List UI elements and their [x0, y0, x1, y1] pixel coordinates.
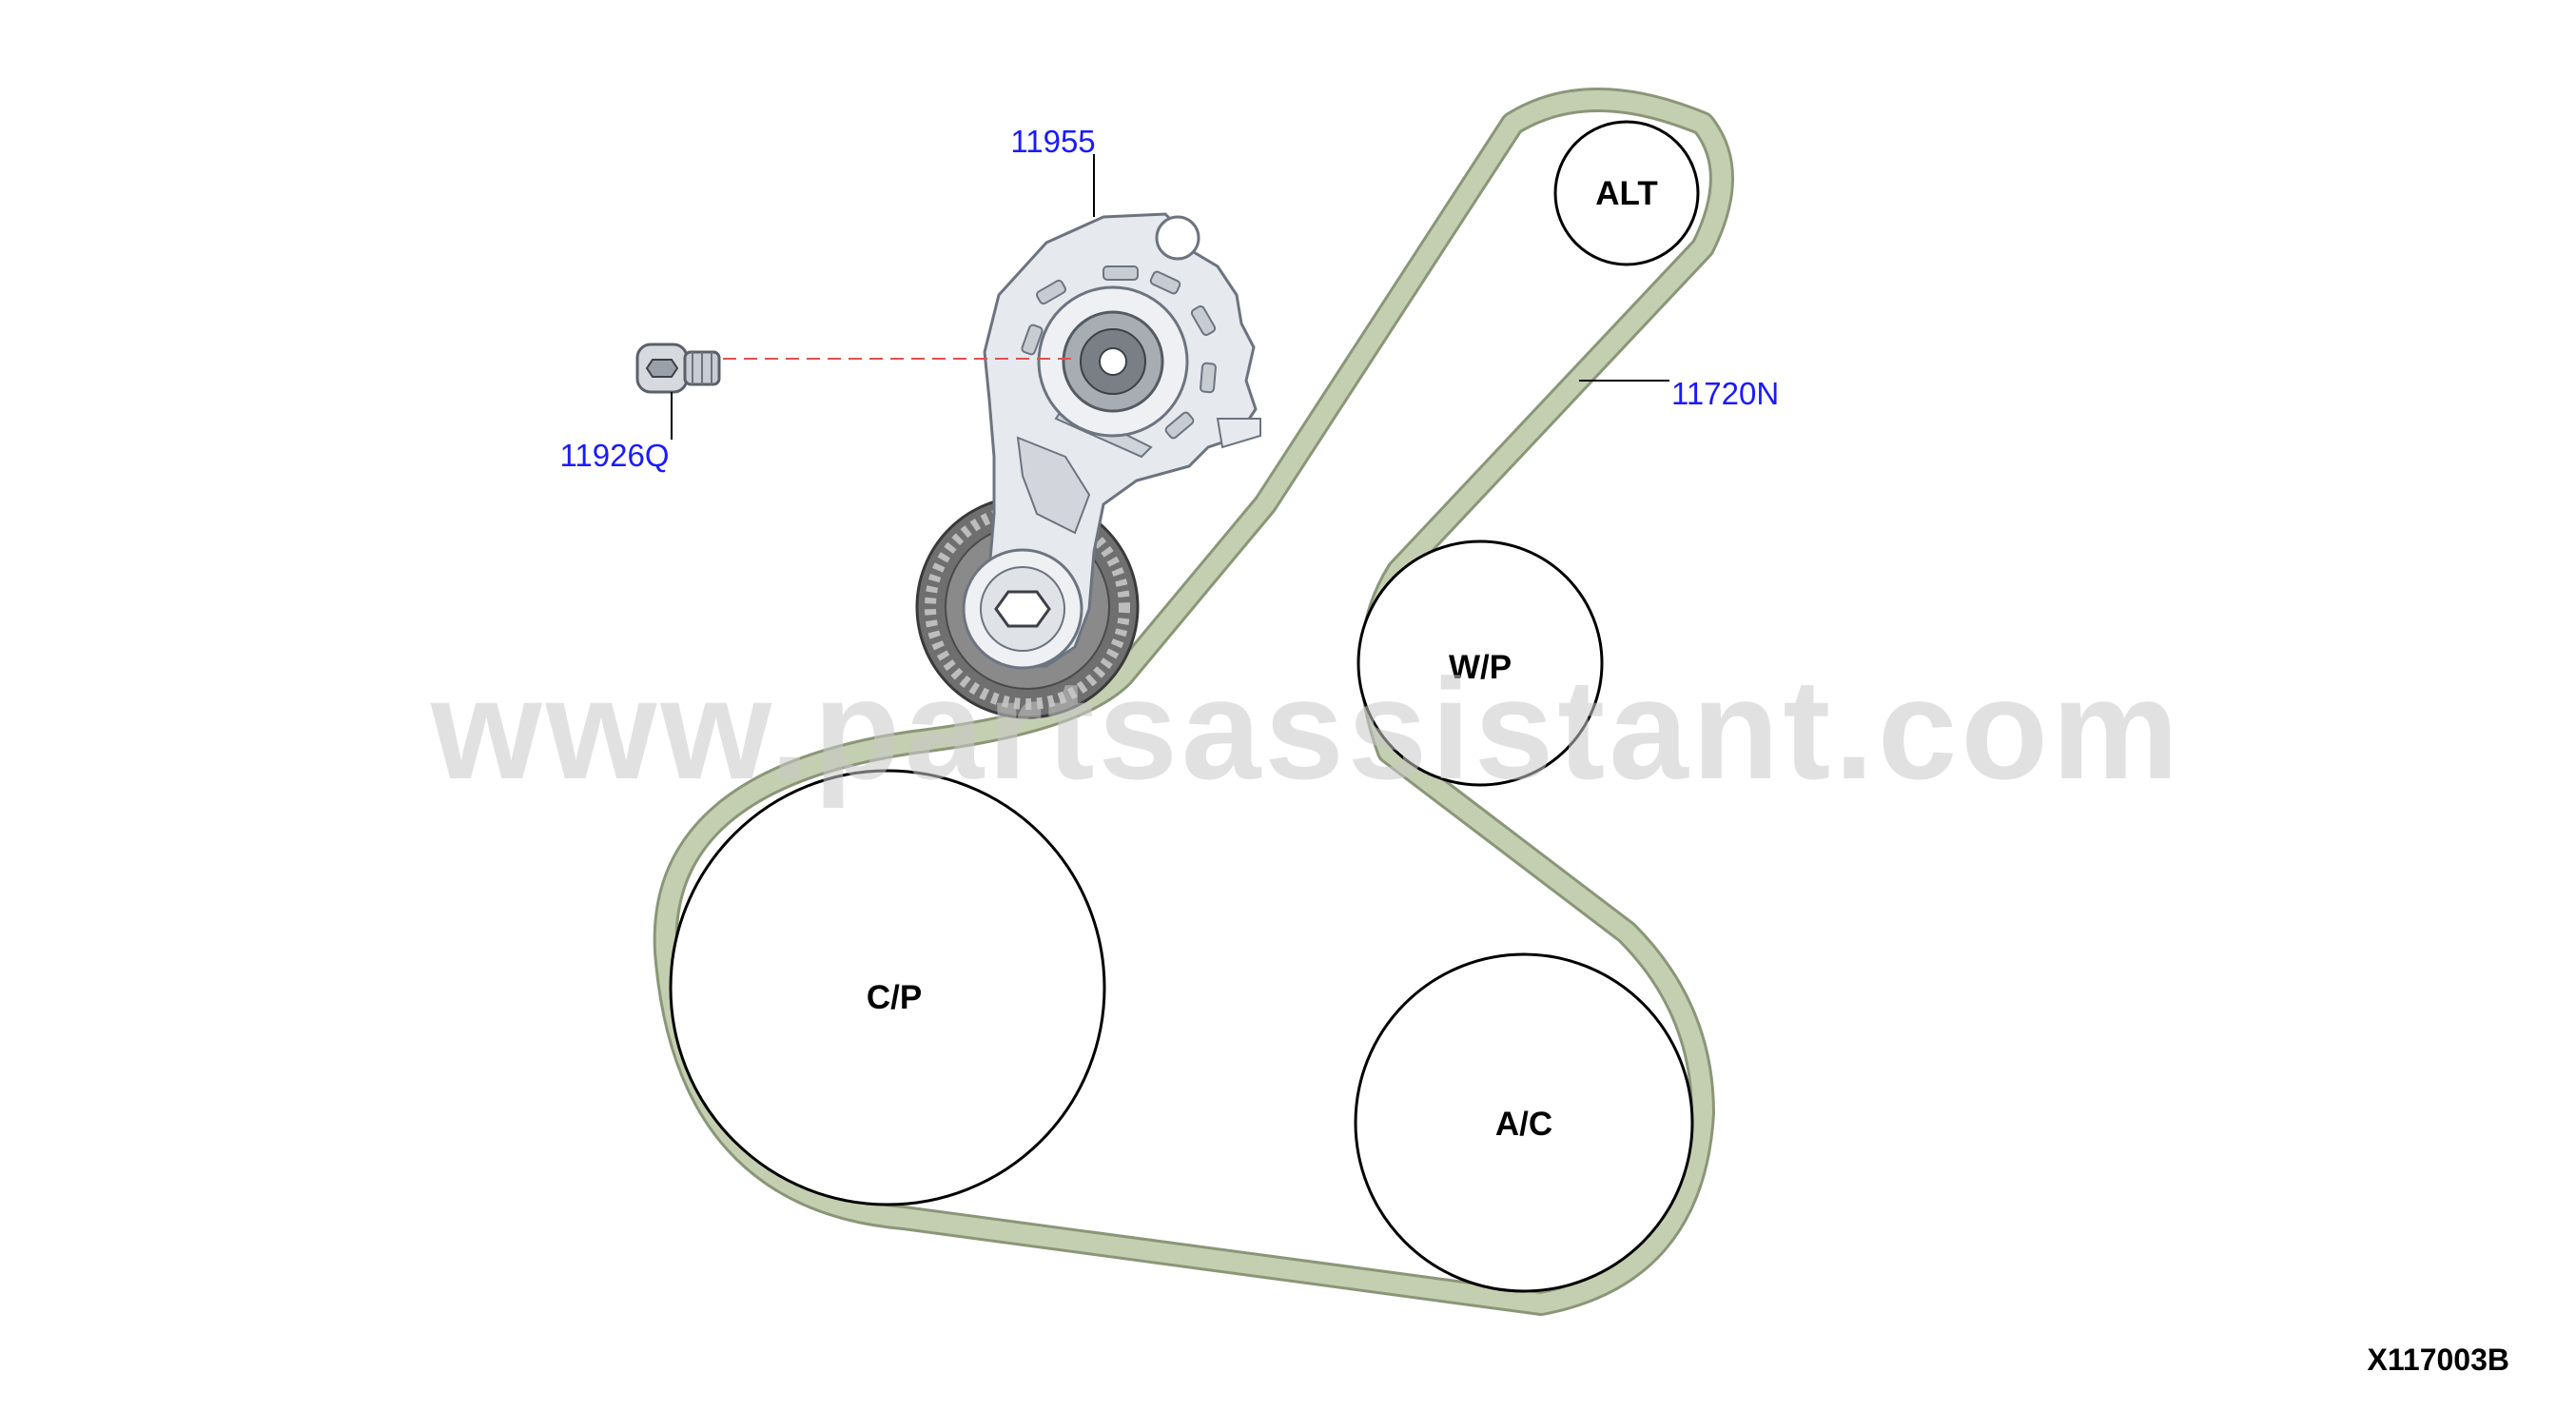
- water-pump-label: W/P: [1449, 649, 1512, 686]
- alternator-label: ALT: [1595, 175, 1657, 212]
- tensioner-hub: [1037, 285, 1189, 438]
- alternator-pulley: ALT: [1553, 120, 1700, 266]
- watermark: www.partsassistant.com: [430, 649, 2182, 809]
- callout-belt: 11720N: [1671, 376, 1779, 411]
- water-pump-pulley: W/P: [1356, 539, 1604, 787]
- belt-tensioner-assembly: [915, 212, 1261, 719]
- figure-id: X117003B: [2368, 1343, 2509, 1377]
- tensioner-mount-hole-icon: [1155, 215, 1200, 261]
- ac-compressor-pulley: A/C: [1354, 952, 1694, 1293]
- bolt-icon: [635, 343, 721, 394]
- tensioner-pivot-nut-icon: [962, 548, 1083, 670]
- crankshaft-label: C/P: [867, 979, 922, 1016]
- ac-compressor-label: A/C: [1495, 1106, 1552, 1143]
- callout-bolt: 11926Q: [560, 438, 670, 473]
- callout-tensioner: 11955: [1010, 124, 1095, 159]
- drive-belt: [653, 88, 1734, 1316]
- crankshaft-pulley: C/P: [669, 769, 1106, 1206]
